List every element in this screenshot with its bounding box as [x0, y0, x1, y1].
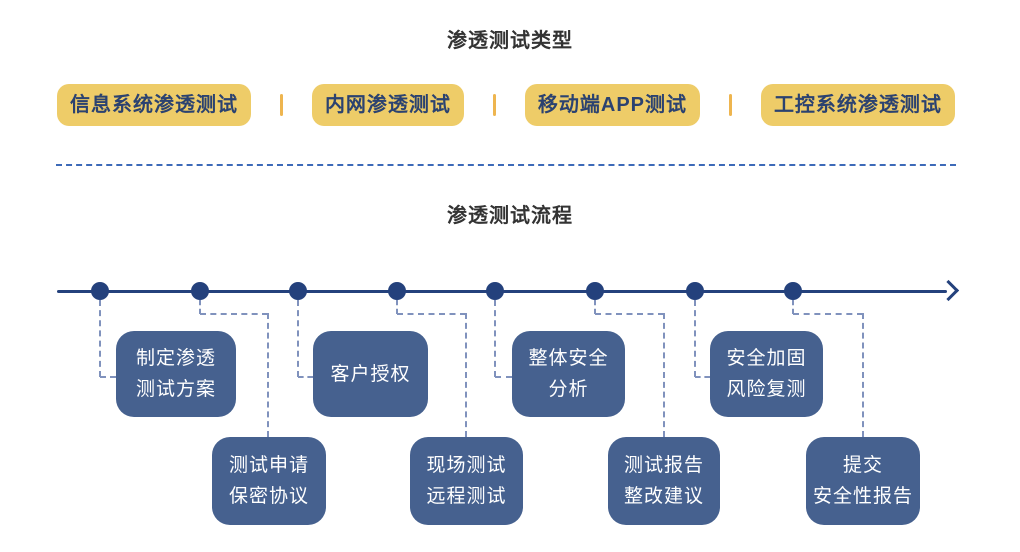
badge-divider [279, 94, 283, 116]
process-step-label: 远程测试 [426, 486, 507, 507]
process-step-6-box: 测试报告 整改建议 [608, 437, 720, 525]
timeline-dot-8 [784, 282, 802, 300]
connector-step3 [297, 300, 299, 377]
connector-step2 [199, 300, 201, 314]
process-step-label: 客户授权 [330, 363, 411, 385]
process-step-label: 分析 [548, 379, 589, 400]
process-step-label: 测试方案 [135, 379, 216, 400]
process-step-1-box: 制定渗透 测试方案 [116, 331, 236, 417]
connector-step6 [594, 300, 596, 314]
process-section-title: 渗透测试流程 [447, 205, 573, 227]
process-step-label: 现场测试 [426, 455, 507, 476]
connector-step7 [694, 300, 696, 377]
process-step-label: 测试申请 [228, 455, 309, 476]
process-step-label: 制定渗透 [135, 348, 216, 369]
section-divider-dashed-line [56, 164, 956, 166]
badge-mobile-app: 移动端APP测试 [524, 84, 700, 126]
process-step-label: 安全性报告 [812, 486, 913, 507]
timeline-dot-2 [191, 282, 209, 300]
process-step-label: 风险复测 [726, 379, 807, 400]
types-section-title: 渗透测试类型 [447, 30, 573, 52]
process-step-label: 整体安全 [528, 348, 609, 369]
timeline-dot-1 [91, 282, 109, 300]
timeline-dot-3 [289, 282, 307, 300]
process-step-label: 保密协议 [228, 486, 309, 507]
connector-step1 [99, 300, 101, 377]
process-step-label: 安全加固 [726, 348, 807, 369]
connector-step2 [267, 313, 269, 437]
connector-step5 [494, 300, 496, 377]
timeline-dot-6 [586, 282, 604, 300]
connector-step4 [397, 313, 466, 315]
connector-step6 [663, 313, 665, 437]
connector-step8 [792, 300, 794, 314]
badge-intranet: 内网渗透测试 [311, 84, 464, 126]
connector-step3 [298, 376, 313, 378]
connector-step8 [793, 313, 863, 315]
badge-ics: 工控系统渗透测试 [760, 84, 955, 126]
process-step-label: 测试报告 [623, 455, 704, 476]
process-step-5-box: 整体安全 分析 [512, 331, 625, 417]
connector-step6 [595, 313, 664, 315]
connector-step7 [695, 376, 710, 378]
connector-step5 [495, 376, 512, 378]
process-step-3-box: 客户授权 [313, 331, 428, 417]
timeline-arrow-icon [937, 279, 960, 302]
connector-step4 [396, 300, 398, 314]
process-step-8-box: 提交 安全性报告 [806, 437, 920, 525]
pentest-type-badges: 信息系统渗透测试 内网渗透测试 移动端APP测试 工控系统渗透测试 [57, 84, 955, 126]
badge-divider [728, 94, 732, 116]
connector-step2 [200, 313, 268, 315]
timeline-dot-7 [686, 282, 704, 300]
timeline-dot-5 [486, 282, 504, 300]
process-step-label: 提交 [842, 455, 883, 476]
process-step-2-box: 测试申请 保密协议 [212, 437, 326, 525]
process-step-4-box: 现场测试 远程测试 [410, 437, 523, 525]
badge-divider [492, 94, 496, 116]
connector-step1 [100, 376, 116, 378]
badge-info-system: 信息系统渗透测试 [57, 84, 251, 126]
timeline-dot-4 [388, 282, 406, 300]
connector-step8 [862, 313, 864, 437]
process-step-7-box: 安全加固 风险复测 [710, 331, 823, 417]
connector-step4 [465, 313, 467, 437]
process-step-label: 整改建议 [623, 486, 704, 507]
